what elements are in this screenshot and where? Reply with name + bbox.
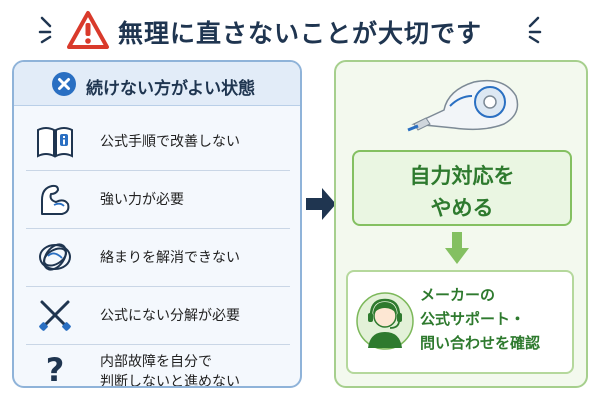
correction-tape-icon xyxy=(407,79,519,132)
manual-book-icon xyxy=(37,127,73,158)
list-item-label: 公式にない分解が必要 xyxy=(100,308,240,324)
contact-line: 問い合わせを確認 xyxy=(420,334,541,352)
page-title-row: 無理に直さないことが大切です xyxy=(0,6,600,52)
svg-text:?: ? xyxy=(46,351,65,388)
divider xyxy=(26,170,290,171)
support-operator-icon xyxy=(356,292,414,350)
stop-self-repair-box: 自力対応を やめる xyxy=(352,150,572,226)
list-item: 絡まりを解消できない xyxy=(26,230,290,284)
cross-tools-icon xyxy=(39,300,71,331)
divider xyxy=(26,286,290,287)
divider xyxy=(26,344,290,345)
x-circle-icon xyxy=(52,72,76,96)
list-item: 強い力が必要 xyxy=(26,172,290,226)
list-item-label-multiline: 内部故障を自分で 判断しないと進めない xyxy=(100,352,240,388)
page-title: 無理に直さないことが大切です xyxy=(118,19,483,48)
contact-line: 公式サポート・ xyxy=(420,310,526,328)
warning-triangle-icon xyxy=(67,11,109,49)
contact-line: メーカーの xyxy=(420,286,496,304)
arrow-right-icon xyxy=(306,188,336,220)
list-item-label: 公式手順で改善しない xyxy=(100,134,240,150)
emphasis-lines-right-icon xyxy=(528,16,542,44)
list-item: 公式にない分解が必要 xyxy=(26,288,290,342)
arrow-down-icon xyxy=(445,232,469,264)
tangle-icon xyxy=(39,243,71,271)
stop-conditions-panel: 続けない方がよい状態 公式手順で改善しない 強い力が必要 絡まりを解消できない xyxy=(12,60,302,388)
list-item-label-line: 内部故障を自分で xyxy=(100,354,212,370)
emphasis-lines-left-icon xyxy=(38,16,52,44)
list-item: ? 内部故障を自分で 判断しないと進めない xyxy=(26,332,290,386)
divider xyxy=(26,228,290,229)
list-item-label: 絡まりを解消できない xyxy=(100,250,240,266)
list-item-label-line: 判断しないと進めない xyxy=(100,374,240,388)
stop-conditions-title: 続けない方がよい状態 xyxy=(86,79,256,99)
action-line: やめる xyxy=(430,196,494,220)
question-icon: ? xyxy=(46,351,65,388)
list-item: 公式手順で改善しない xyxy=(26,114,290,168)
list-item-label: 強い力が必要 xyxy=(100,192,184,208)
flexed-arm-icon xyxy=(41,184,70,215)
action-line: 自力対応を xyxy=(409,164,515,188)
stop-conditions-header: 続けない方がよい状態 xyxy=(14,62,300,106)
